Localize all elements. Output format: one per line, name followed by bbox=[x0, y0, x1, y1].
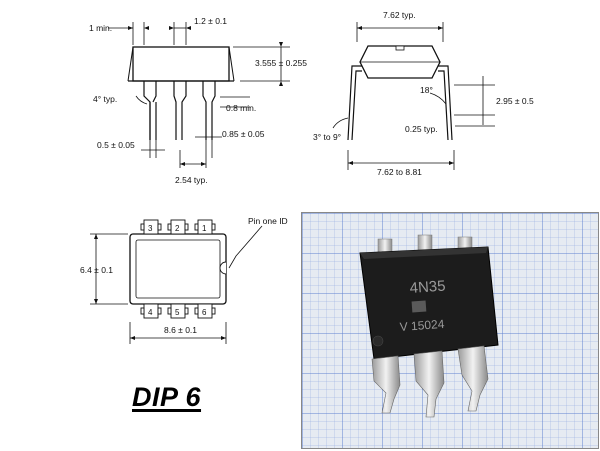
side-view: 7.62 typ. 18° 2.95 ± 0.5 0.25 typ. 3° to… bbox=[313, 10, 534, 177]
front-dim-lead-width: 0.5 ± 0.05 bbox=[97, 140, 135, 150]
front-view: 1 min. 1.2 ± 0.1 3.555 ± 0.255 4° typ. 0… bbox=[89, 16, 307, 185]
photo-marking-1: 4N35 bbox=[409, 278, 446, 297]
side-dim-lead-angle: 3° to 9° bbox=[313, 132, 341, 142]
top-dim-body-length: 8.6 ± 0.1 bbox=[164, 325, 197, 335]
top-dim-body-width: 6.4 ± 0.1 bbox=[80, 265, 113, 275]
side-dim-row-spacing: 7.62 typ. bbox=[383, 10, 416, 20]
photo-marking-2: V 15024 bbox=[399, 317, 445, 334]
front-dim-lead-min: 0.8 min. bbox=[226, 103, 256, 113]
component-photo: 4N35 V 15024 bbox=[301, 212, 599, 449]
side-dim-lead-thickness: 0.25 typ. bbox=[405, 124, 438, 134]
photo-logo-mark bbox=[411, 300, 427, 313]
pin-label-1: 1 bbox=[202, 224, 207, 233]
pin-label-6: 6 bbox=[202, 308, 207, 317]
side-view-leads bbox=[347, 65, 453, 141]
pin-label-3: 3 bbox=[148, 224, 153, 233]
top-view: 3 2 1 4 5 6 Pin one ID 6.4 ± 0.1 8.6 ± 0… bbox=[80, 216, 288, 344]
front-view-leads bbox=[143, 81, 216, 140]
front-dim-width-top: 1.2 ± 0.1 bbox=[194, 16, 227, 26]
photo-chip-body bbox=[359, 246, 499, 360]
side-dim-angle-18: 18° bbox=[420, 85, 433, 95]
pin-label-5: 5 bbox=[175, 308, 180, 317]
photo-graphic: 4N35 V 15024 bbox=[302, 213, 598, 448]
photo-front-leads bbox=[371, 345, 489, 418]
top-view-body bbox=[129, 233, 227, 305]
front-dim-pitch: 2.54 typ. bbox=[175, 175, 208, 185]
front-dim-1min: 1 min. bbox=[89, 23, 112, 33]
package-caption: DIP 6 bbox=[132, 382, 202, 412]
pin-label-2: 2 bbox=[175, 224, 180, 233]
pin-one-label: Pin one ID bbox=[248, 216, 288, 226]
front-dim-height: 3.555 ± 0.255 bbox=[255, 58, 307, 68]
front-view-body bbox=[132, 46, 230, 82]
pin-one-notch bbox=[219, 261, 227, 275]
side-dim-span: 7.62 to 8.81 bbox=[377, 167, 422, 177]
dimension-arrowheads bbox=[94, 26, 454, 340]
pin-label-4: 4 bbox=[148, 308, 153, 317]
front-dim-angle: 4° typ. bbox=[93, 94, 117, 104]
side-dim-lead-height: 2.95 ± 0.5 bbox=[496, 96, 534, 106]
photo-pin-one-dot bbox=[372, 335, 384, 347]
front-dim-lead-thick: 0.85 ± 0.05 bbox=[222, 129, 265, 139]
